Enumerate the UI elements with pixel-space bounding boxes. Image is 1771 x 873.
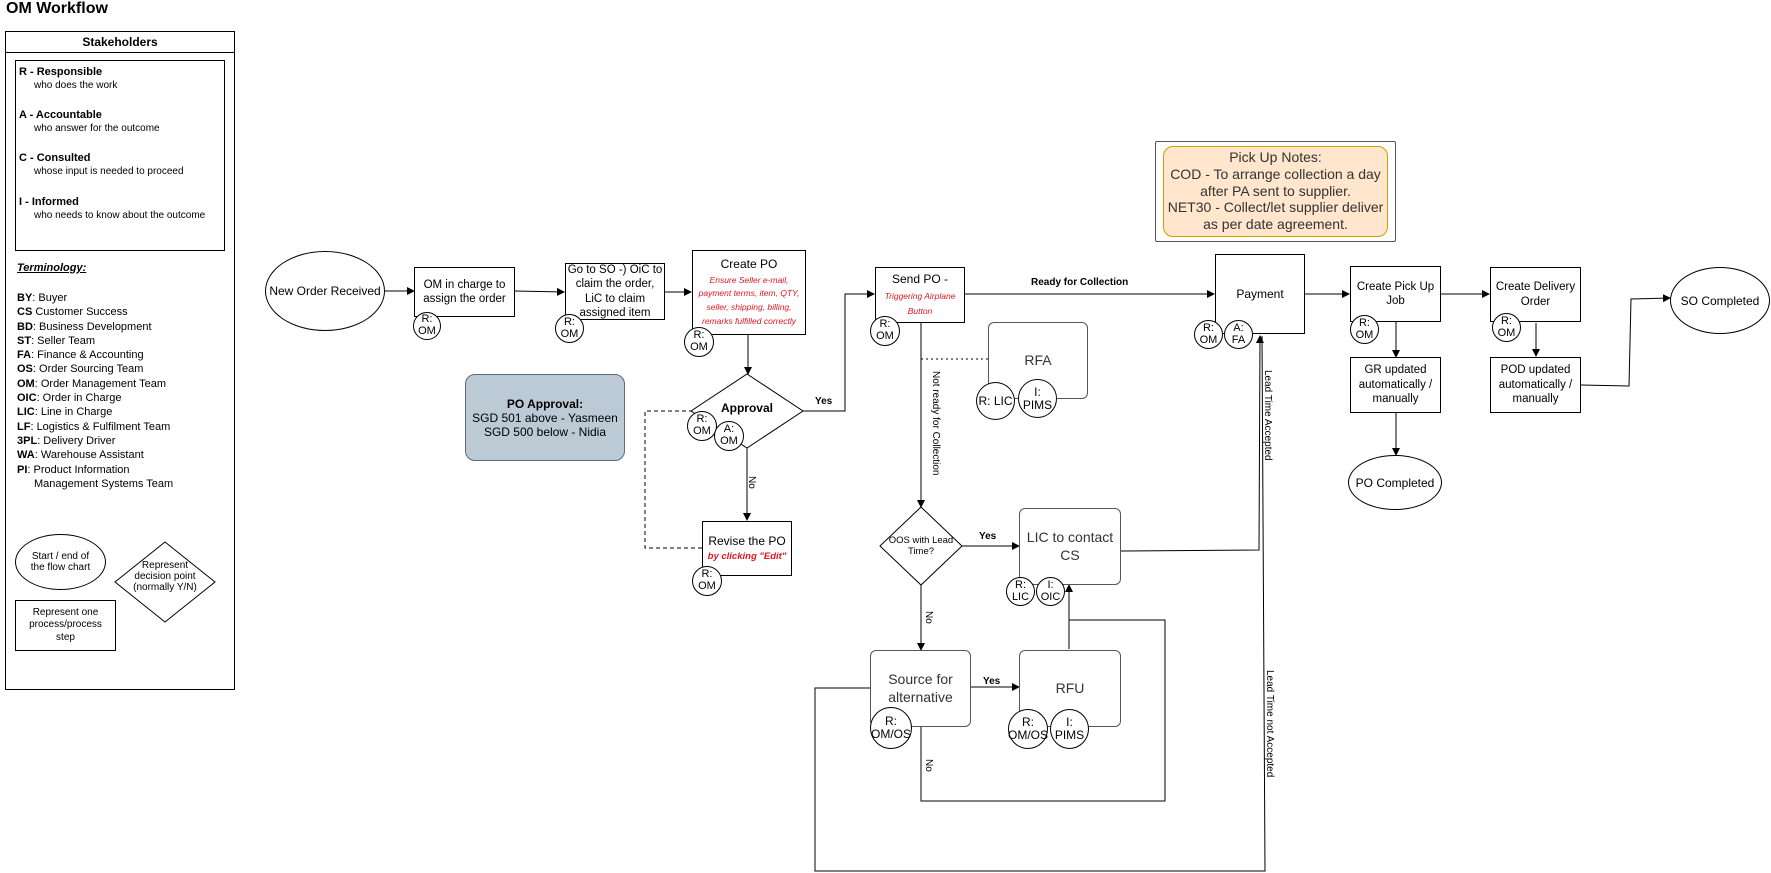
po-completed-node[interactable]: PO Completed (1348, 455, 1442, 510)
term-item: 3PL: Delivery Driver (17, 434, 116, 447)
payment-node[interactable]: Payment (1215, 254, 1305, 334)
create-pickup-node[interactable]: Create Pick Up Job (1350, 266, 1441, 322)
so-completed-node[interactable]: SO Completed (1670, 267, 1770, 334)
page-title: OM Workflow (6, 0, 108, 17)
pickup-notes-line1: COD - To arrange collection a day after … (1170, 165, 1381, 199)
edge-label-not-ready: Not ready for Collection (930, 371, 941, 476)
po-approval-title: PO Approval: (506, 396, 584, 411)
badge-responsible: R: OM (870, 316, 900, 346)
om-assign-node[interactable]: OM in charge to assign the order (414, 267, 515, 317)
edge-label-yes: Yes (979, 531, 997, 542)
po-approval-line1: SGD 501 above - Yasmeen (472, 410, 618, 425)
legend-diamond-label: Represent decision point (normally Y/N) (133, 560, 197, 593)
badge-responsible: R: OM (1492, 313, 1521, 342)
edge-label-no: No (923, 759, 934, 772)
term-item: WA: Warehouse Assistant (17, 449, 144, 462)
term-item: BY: Buyer (17, 292, 68, 304)
badge-informed: I: PIMS (1018, 379, 1057, 418)
badge-responsible: R: OM (555, 314, 584, 343)
terminology-list: BY: Buyer CS Customer Success BD: Busine… (17, 291, 173, 491)
term-item: BD: Business Development (17, 320, 152, 333)
create-po-node[interactable]: Create PO Ensure Seller e-mail, payment … (692, 250, 806, 335)
edge-label-yes: Yes (983, 676, 1001, 687)
edge-label-no: No (923, 611, 934, 624)
term-item: OIC: Order in Charge (17, 392, 122, 405)
stakeholders-panel (5, 31, 235, 690)
badge-informed: I: OIC (1036, 577, 1065, 606)
approval-label: Approval (720, 401, 773, 415)
badge-responsible: R: OM (413, 312, 441, 340)
badge-accountable: A: FA (1224, 320, 1253, 349)
badge-responsible: R: OM/OS (1008, 709, 1048, 749)
send-po-node[interactable]: Send PO - Triggering Airplane Button (875, 267, 965, 323)
legend-ellipse: Start / end of the flow chart (15, 534, 106, 590)
term-item: LIC: Line in Charge (17, 406, 113, 419)
po-approval-line2: SGD 500 below - Nidia (483, 424, 607, 439)
term-item: ST: Seller Team (17, 334, 96, 347)
badge-informed: I: PIMS (1050, 709, 1089, 749)
term-item: FA: Finance & Accounting (17, 349, 144, 362)
badge-responsible: R: OM (684, 327, 714, 357)
revise-po-node[interactable]: Revise the PO by clicking "Edit" (702, 521, 792, 576)
oos-label: OOS with Lead Time? (888, 535, 954, 558)
badge-responsible: R: OM (1194, 320, 1223, 349)
new-order-received-node[interactable]: New Order Received (265, 251, 385, 331)
badge-responsible: R: OM (687, 411, 717, 441)
stakeholders-header: Stakeholders (5, 31, 235, 53)
terminology-title: Terminology: (17, 262, 87, 274)
lic-contact-node[interactable]: LIC to contact CS (1019, 508, 1121, 585)
pickup-notes-title: Pick Up Notes: (1229, 149, 1322, 165)
term-item: LF: Logistics & Fulfilment Team (17, 420, 171, 433)
legend-diamond (114, 541, 216, 623)
create-delivery-node[interactable]: Create Delivery Order (1490, 267, 1581, 322)
edge-label-ready-collection: Ready for Collection (1031, 277, 1129, 288)
gr-updated-node[interactable]: GR updated automatically / manually (1350, 357, 1441, 413)
pod-updated-node[interactable]: POD updated automatically / manually (1490, 357, 1581, 413)
edge-label-lead-accepted: Lead Time Accepted (1262, 370, 1273, 461)
badge-responsible: R: OM (1350, 315, 1379, 344)
pickup-notes-line2: NET30 - Collect/let supplier deliver as … (1167, 199, 1384, 233)
term-item: PI: Product Information (17, 463, 130, 476)
term-item: Management Systems Team (34, 477, 174, 490)
edge-label-lead-not-accepted: Lead Time not Accepted (1264, 670, 1275, 778)
po-approval-note: PO Approval: SGD 501 above - Yasmeen SGD… (465, 374, 625, 461)
go-to-so-node[interactable]: Go to SO -) OiC to claim the order, LiC … (565, 263, 665, 320)
term-item: OM: Order Management Team (17, 377, 166, 390)
term-item: CS Customer Success (17, 306, 128, 319)
badge-accountable: A: OM (714, 421, 744, 451)
badge-responsible: R: OM/OS (870, 707, 912, 749)
term-item: OS: Order Sourcing Team (17, 363, 144, 376)
legend-rect: Represent one process/process step (15, 600, 116, 651)
edge-label-yes: Yes (815, 396, 833, 407)
pickup-notes: Pick Up Notes: COD - To arrange collecti… (1163, 146, 1388, 237)
badge-responsible: R: LIC (976, 382, 1015, 420)
badge-responsible: R: LIC (1006, 577, 1035, 606)
edge-label-no: No (746, 476, 757, 489)
badge-responsible: R: OM (692, 566, 722, 596)
